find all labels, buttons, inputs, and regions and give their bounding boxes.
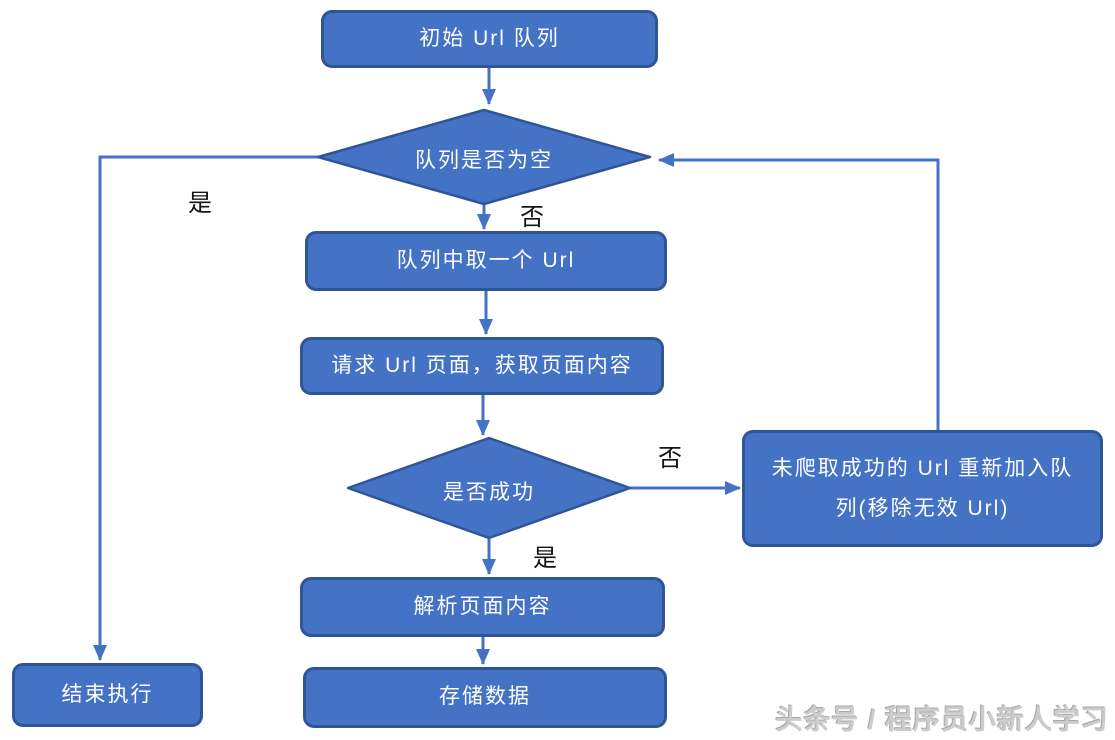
node-retry-url: 未爬取成功的 Url 重新加入队 列(移除无效 Url): [742, 430, 1103, 547]
node-start: 初始 Url 队列: [321, 10, 658, 68]
node-retry-line1: 未爬取成功的 Url 重新加入队: [771, 456, 1074, 480]
edge-label-queue-empty-yes: 是: [188, 191, 212, 217]
node-end: 结束执行: [12, 663, 203, 727]
decision-is-success-label: 是否成功: [443, 481, 535, 504]
decision-queue-empty-label: 队列是否为空: [415, 149, 553, 172]
edge-label-is-success-yes: 是: [533, 546, 557, 572]
watermark-text: 头条号 / 程序员小新人学习: [775, 705, 1109, 735]
edge-label-is-success-no: 否: [658, 446, 682, 472]
edge-queue-empty-yes-to-end: [93, 155, 318, 661]
node-retry-line2: 列(移除无效 Url): [835, 496, 1010, 520]
edge-retry-back-to-queue-empty: [658, 153, 940, 430]
node-take-url: 队列中取一个 Url: [305, 231, 667, 291]
node-request-page: 请求 Url 页面，获取页面内容: [300, 337, 664, 395]
node-parse-content: 解析页面内容: [300, 577, 665, 637]
node-store-data: 存储数据: [303, 667, 667, 728]
edge-label-queue-empty-no: 否: [520, 205, 544, 231]
